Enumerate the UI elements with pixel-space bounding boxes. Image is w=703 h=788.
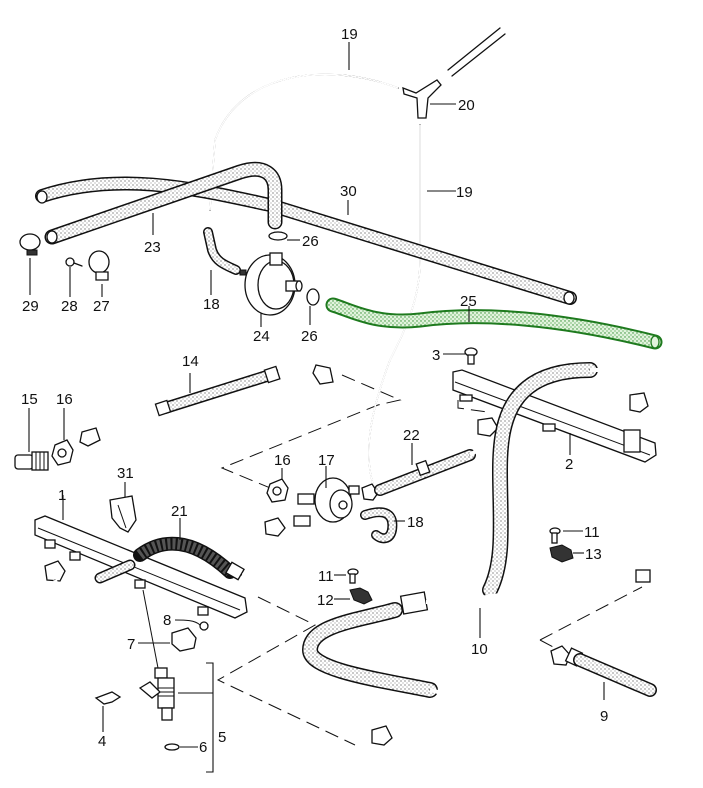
callout-23[interactable]: 23 [144, 239, 161, 256]
callout-19b[interactable]: 19 [456, 184, 473, 201]
hose-23 [44, 161, 283, 245]
hose-25-highlighted[interactable] [325, 297, 663, 350]
clip-31 [109, 495, 137, 533]
hose-30 [35, 176, 577, 305]
callout-18a[interactable]: 18 [203, 296, 220, 313]
damper-24 [239, 252, 303, 316]
injector-clip-4 [94, 691, 122, 705]
callout-27[interactable]: 27 [93, 298, 110, 315]
hose-clamp-26a [268, 231, 288, 241]
fuel-rail-2 [452, 369, 657, 463]
holder-27 [88, 250, 110, 281]
callout-14[interactable]: 14 [182, 353, 199, 370]
fuel-line-left [44, 559, 136, 600]
o-ring-6 [164, 743, 180, 751]
vacuum-hose-18b [360, 507, 398, 544]
callout-3[interactable]: 3 [432, 347, 440, 364]
hose-clamp-26b [306, 288, 320, 306]
callout-24[interactable]: 24 [253, 328, 270, 345]
injector-cap-7 [171, 627, 197, 652]
callout-7[interactable]: 7 [127, 636, 135, 653]
guide-lines [216, 374, 643, 746]
clamp-12 [349, 587, 373, 605]
callout-10[interactable]: 10 [471, 641, 488, 658]
callout-29[interactable]: 29 [22, 298, 39, 315]
callout-15[interactable]: 15 [21, 391, 38, 408]
bolt-3 [464, 347, 478, 365]
fuel-hose-large [482, 362, 649, 598]
bolt-11b [549, 527, 561, 544]
nut-16a [51, 439, 74, 466]
vacuum-hose-18a [203, 227, 241, 275]
callout-26a[interactable]: 26 [302, 233, 319, 250]
callout-11b[interactable]: 11 [584, 524, 600, 541]
callout-25[interactable]: 25 [460, 293, 477, 310]
union-fitting-15 [14, 451, 49, 471]
callout-4[interactable]: 4 [98, 733, 106, 750]
pressure-regulator-17 [293, 477, 360, 527]
callout-12[interactable]: 12 [317, 592, 334, 609]
callout-26b[interactable]: 26 [301, 328, 318, 345]
callout-5[interactable]: 5 [218, 729, 226, 746]
callout-31[interactable]: 31 [117, 465, 134, 482]
callout-28[interactable]: 28 [61, 298, 78, 315]
callout-1[interactable]: 1 [58, 487, 66, 504]
fuel-hose-21 [133, 517, 286, 581]
clamp-13 [549, 544, 574, 563]
fuel-rail-1 [34, 515, 248, 619]
callout-19a[interactable]: 19 [341, 26, 358, 43]
seal-ring-8 [199, 621, 209, 631]
bracket-5 [178, 662, 214, 773]
injector-5 [138, 589, 175, 721]
callout-6[interactable]: 6 [199, 739, 207, 756]
bolt-11a [347, 568, 359, 584]
nut-16b [266, 478, 289, 503]
fuel-line-14 [79, 361, 334, 447]
y-connector-20 [402, 79, 442, 119]
vacuum-line-19 [209, 27, 506, 491]
hose-clamp-29 [19, 233, 41, 256]
callout-30[interactable]: 30 [340, 183, 357, 200]
fuel-line-tee-10 [302, 566, 651, 746]
callout-16a[interactable]: 16 [56, 391, 73, 408]
callout-2[interactable]: 2 [565, 456, 573, 473]
callout-13[interactable]: 13 [585, 546, 602, 563]
fuel-line-22 [361, 417, 499, 501]
callout-9[interactable]: 9 [600, 708, 608, 725]
callout-16b[interactable]: 16 [274, 452, 291, 469]
screw-28 [65, 257, 83, 267]
callouts: 19 20 19 30 23 26 29 28 27 18 24 26 [21, 26, 608, 756]
callout-22[interactable]: 22 [403, 427, 420, 444]
callout-18b[interactable]: 18 [407, 514, 424, 531]
callout-11a[interactable]: 11 [318, 568, 334, 585]
callout-21[interactable]: 21 [171, 503, 188, 520]
callout-17[interactable]: 17 [318, 452, 335, 469]
callout-20[interactable]: 20 [458, 97, 475, 114]
callout-8[interactable]: 8 [163, 612, 171, 629]
fuel-line-9 [550, 645, 657, 697]
